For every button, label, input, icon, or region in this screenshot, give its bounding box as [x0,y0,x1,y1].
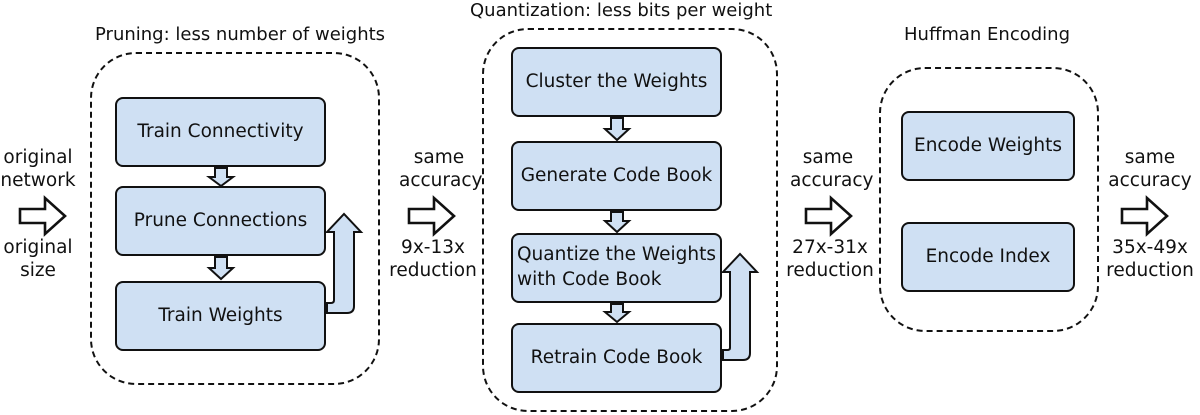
encode-weights-box: Encode Weights [901,111,1075,181]
pruning-title: Pruning: less number of weights [95,24,386,45]
stage2-flow-arrow [804,195,853,237]
huffman-title: Huffman Encoding [904,24,1070,45]
quant-loop-arrow [720,252,760,361]
huffman-group [879,67,1099,332]
input-flow-arrow [18,195,67,237]
prune-connections-box: Prune Connections [115,186,326,256]
train-weights-box: Train Weights [115,281,326,351]
pruning-group [90,52,380,385]
stage3-flow-arrow [1120,195,1169,237]
pruning-down-arrow-1 [206,167,236,188]
retrain-code-book-box: Retrain Code Book [511,323,722,393]
cluster-weights-box: Cluster the Weights [511,47,722,117]
quantize-weights-line2: with Code Book [517,269,662,290]
quantization-group [482,28,778,412]
quantization-title: Quantization: less bits per weight [470,0,773,21]
quantize-weights-box: Quantize the Weights with Code Book [511,233,722,303]
quant-down-arrow-3 [602,303,632,324]
pruning-loop-arrow [324,212,364,314]
generate-code-book-box: Generate Code Book [511,141,722,211]
quant-down-arrow-1 [602,117,632,142]
train-connectivity-box: Train Connectivity [115,97,326,167]
quant-down-arrow-2 [602,211,632,234]
encode-index-box: Encode Index [901,222,1075,292]
quantize-weights-line1: Quantize the Weights [516,244,717,266]
pruning-down-arrow-2 [206,256,236,281]
stage1-flow-arrow [407,195,456,237]
